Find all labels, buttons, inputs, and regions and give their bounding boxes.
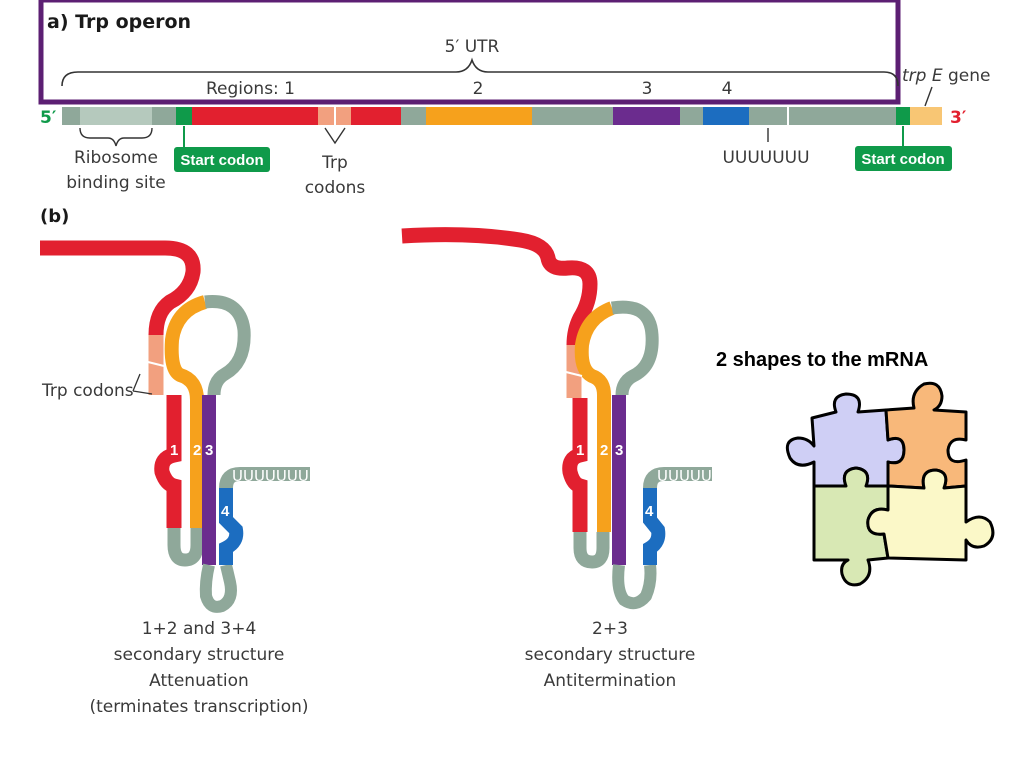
bar-grey-d	[680, 107, 703, 125]
left-polyU-label: UUUUUUU	[232, 467, 309, 485]
bar-trp-codon-2	[336, 107, 351, 125]
panel-b: (b) UUUUUUU 1 2 3	[40, 206, 712, 717]
left-loop-12	[167, 528, 204, 567]
right-loop-lower	[612, 564, 657, 610]
panel-b-title: (b)	[40, 206, 69, 227]
bar-trp-codon-1	[318, 107, 334, 125]
left-polyU-tail	[219, 467, 310, 489]
left-caption-line2: secondary structure	[114, 645, 285, 665]
bar-grey-e	[749, 107, 787, 125]
left-region-4	[219, 488, 244, 565]
trp-codons-line1: Trp	[321, 153, 348, 173]
left-trp-divider	[147, 361, 165, 367]
highlight-frame	[38, 0, 901, 105]
puzzle-piece-cream	[866, 468, 995, 562]
left-region-1b	[154, 395, 182, 528]
right-loop-12	[573, 532, 610, 569]
trp-codons-line2: codons	[305, 178, 366, 198]
right-caption-line1: 2+3	[592, 619, 628, 639]
right-polyU-tail	[643, 467, 712, 489]
right-num-1: 1	[576, 442, 584, 459]
bar-region-4	[703, 107, 749, 125]
bar-start-codon-left	[176, 107, 192, 125]
left-num-3: 3	[205, 442, 213, 459]
puzzle-piece-orange	[884, 381, 968, 490]
polyU-label: UUUUUUU	[722, 148, 809, 168]
left-num-1: 1	[170, 442, 178, 459]
left-num-2: 2	[193, 442, 201, 459]
attenuation-structure	[40, 240, 310, 613]
left-num-4: 4	[221, 503, 230, 520]
right-num-3: 3	[615, 442, 623, 459]
right-polyU-label: UUUUU	[657, 467, 712, 485]
region-4-label: 4	[722, 79, 733, 99]
left-red-leader	[40, 240, 201, 336]
panel-a-title: a) Trp operon	[47, 11, 191, 33]
puzzle-title: 2 shapes to the mRNA	[716, 349, 928, 371]
puzzle-graphic: 2 shapes to the mRNA	[716, 349, 995, 587]
trpE-gene-label: trp E gene	[902, 66, 990, 86]
left-loop-34	[199, 563, 237, 613]
bar-trpE	[910, 107, 942, 125]
right-num-2: 2	[600, 442, 608, 459]
start-codon-left-text: Start codon	[180, 152, 263, 169]
bar-start-codon-right	[896, 107, 910, 125]
right-region-4	[643, 488, 666, 565]
antitermination-structure	[401, 227, 712, 610]
utr-label: 5′ UTR	[445, 37, 500, 57]
region-2-label: 2	[473, 79, 484, 99]
rbs-label-line2: binding site	[66, 173, 165, 193]
left-top-loop	[204, 295, 251, 396]
right-trp-divider	[565, 371, 583, 377]
utr-brace	[61, 57, 899, 87]
bar-region-1	[192, 107, 318, 125]
right-caption-line3: Antitermination	[544, 671, 677, 691]
bar-region-1b	[351, 107, 401, 125]
start-codon-right-text: Start codon	[861, 151, 944, 168]
mrna-bar	[62, 107, 942, 125]
right-top-loop	[610, 300, 659, 396]
bar-grey-start	[62, 107, 80, 125]
trpE-pointer	[924, 86, 933, 107]
left-caption-line3: Attenuation	[149, 671, 249, 691]
left-trp-codons-pointer	[132, 373, 153, 395]
bar-region-2	[426, 107, 532, 125]
left-trp-codons-label: Trp codons	[41, 381, 134, 401]
region-3-label: 3	[642, 79, 653, 99]
start-codon-left-badge	[174, 147, 270, 172]
panel-a: a) Trp operon 5′ UTR Regions: 1 2 3 4 tr…	[38, 0, 990, 198]
right-red-leader	[401, 227, 598, 346]
rbs-brace	[79, 127, 153, 147]
five-prime-label: 5′	[40, 108, 57, 128]
bar-rbs	[80, 107, 152, 125]
bar-grey-b	[401, 107, 426, 125]
right-num-4: 4	[645, 503, 654, 520]
rbs-label-line1: Ribosome	[74, 148, 158, 168]
regions-label: Regions: 1	[206, 79, 295, 99]
left-region-2	[164, 295, 208, 528]
bar-region-3	[613, 107, 680, 125]
three-prime-label: 3′	[950, 108, 967, 128]
bar-grey-c	[532, 107, 613, 125]
right-region-2	[574, 301, 615, 532]
bar-grey-a	[152, 107, 176, 125]
left-caption-line4: (terminates transcription)	[89, 697, 308, 717]
right-region-1	[562, 398, 588, 532]
start-codon-right-badge	[855, 146, 952, 171]
bar-grey-f	[789, 107, 896, 125]
right-caption-line2: secondary structure	[525, 645, 696, 665]
trp-codons-pointer	[324, 127, 346, 145]
left-caption-line1: 1+2 and 3+4	[142, 619, 257, 639]
